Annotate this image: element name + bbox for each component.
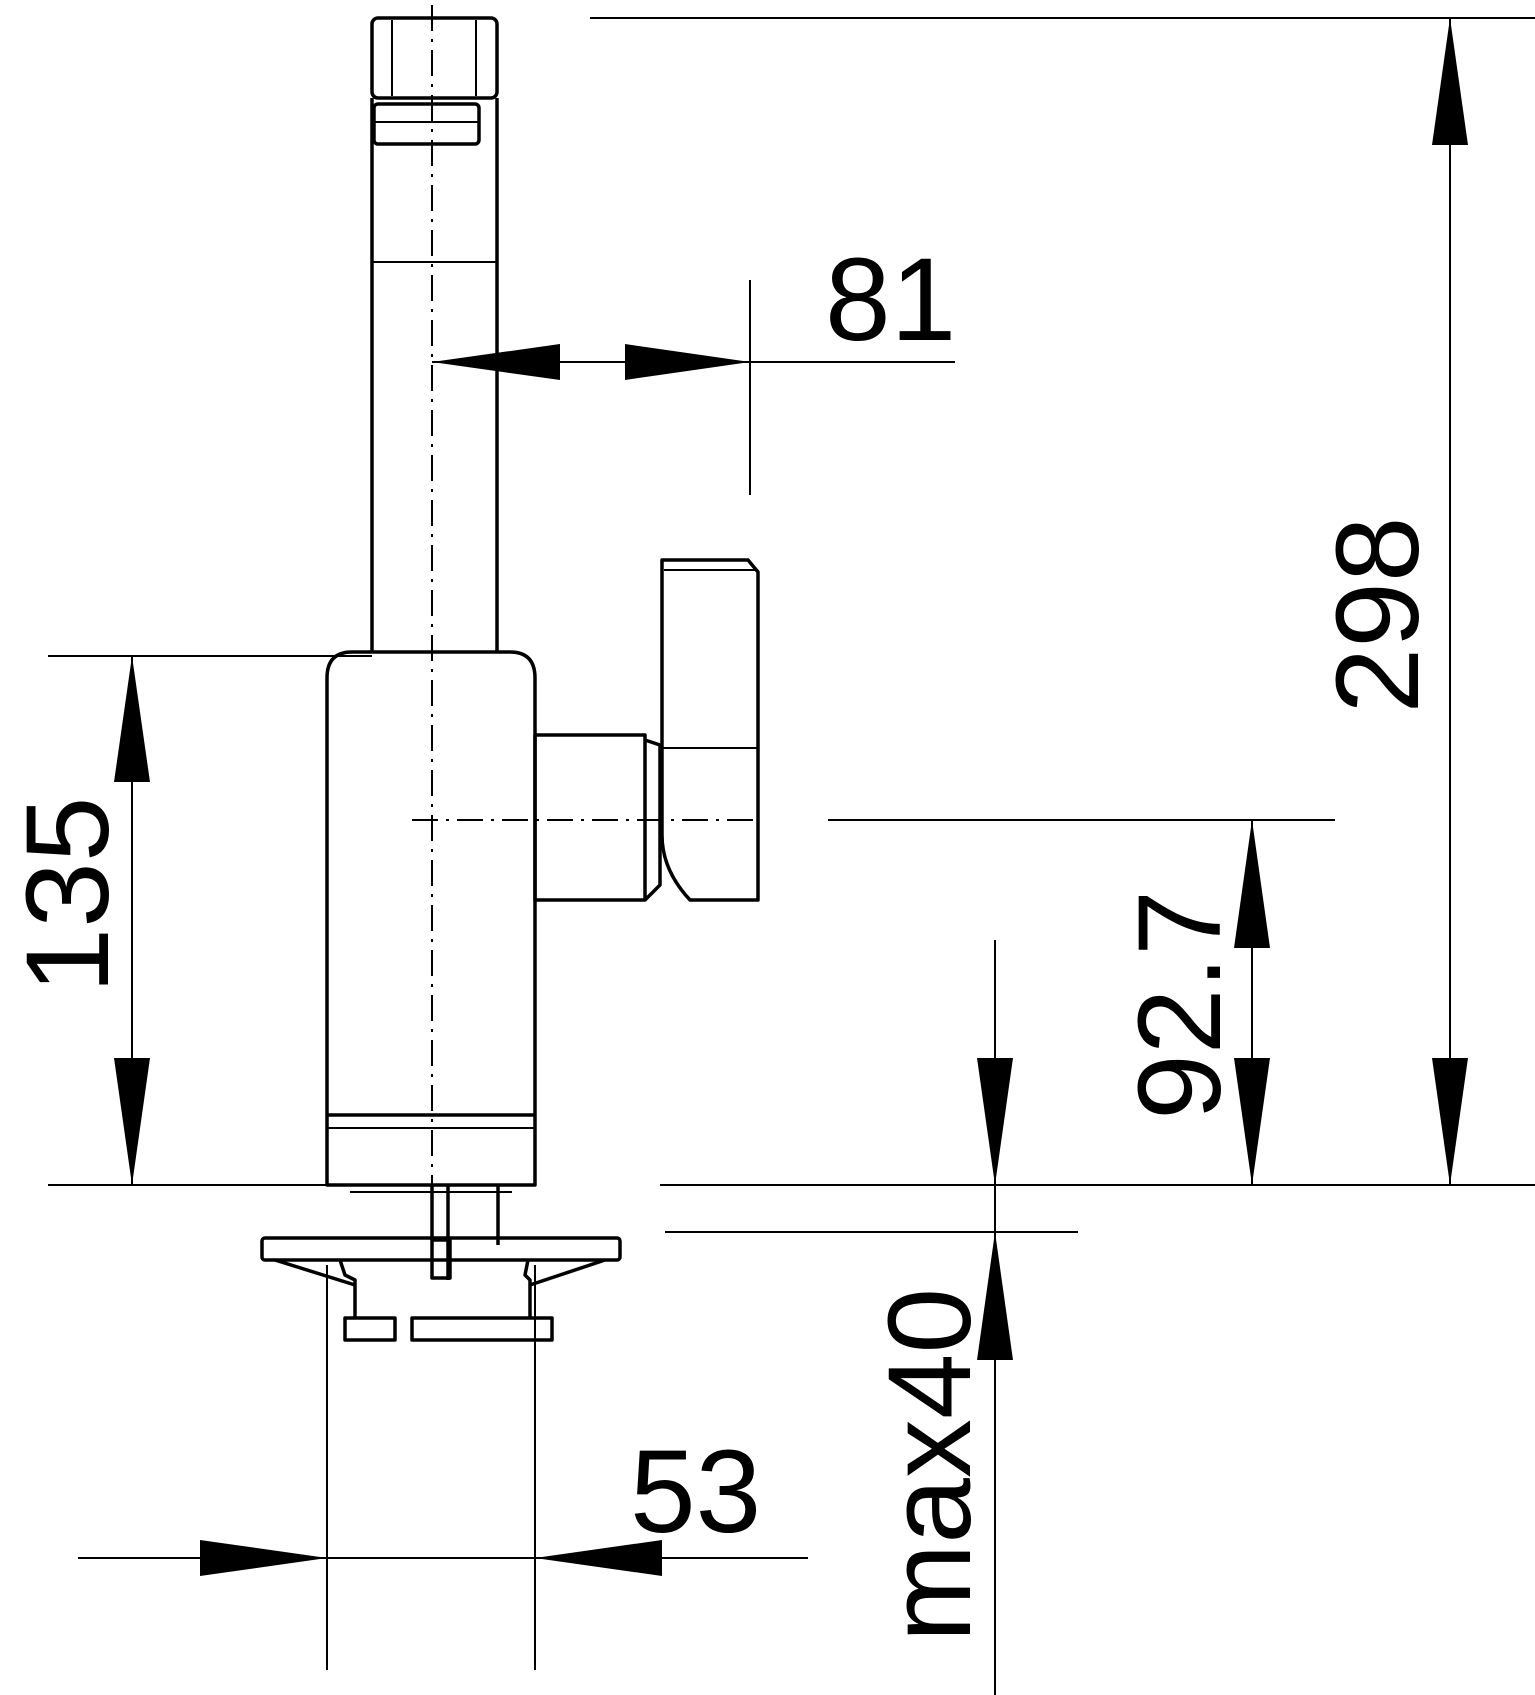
dimension-135: 135 (2, 656, 150, 1185)
arrowhead (200, 1540, 327, 1576)
mounting-hardware (260, 1185, 622, 1342)
dimension-label-135: 135 (2, 797, 134, 994)
dimension-53: 53 (78, 1426, 808, 1576)
spout (370, 16, 499, 652)
arrowhead (1432, 18, 1468, 145)
dimension-label-298: 298 (1312, 517, 1444, 714)
dimension-max40: max40 (864, 940, 1013, 1695)
arrowhead (432, 344, 560, 380)
dimension-92-7: 92.7 (1114, 820, 1270, 1185)
arrowhead (977, 1058, 1013, 1185)
arrowhead (977, 1232, 1013, 1360)
dimension-label-max40: max40 (864, 1288, 996, 1642)
arrowhead (535, 1540, 662, 1576)
dimension-label-81: 81 (825, 234, 956, 366)
extension-lines (48, 17, 1535, 1670)
arrowhead (1234, 1058, 1270, 1185)
dimension-label-92-7: 92.7 (1114, 890, 1246, 1120)
dimension-298: 298 (1312, 18, 1468, 1185)
dimension-81: 81 (432, 234, 956, 380)
arrowhead (625, 344, 750, 380)
lever-handle (533, 558, 760, 902)
arrowhead (1432, 1058, 1468, 1185)
dimension-label-53: 53 (630, 1426, 761, 1558)
arrowhead (114, 656, 150, 782)
arrowhead (114, 1058, 150, 1185)
arrowhead (1234, 820, 1270, 948)
